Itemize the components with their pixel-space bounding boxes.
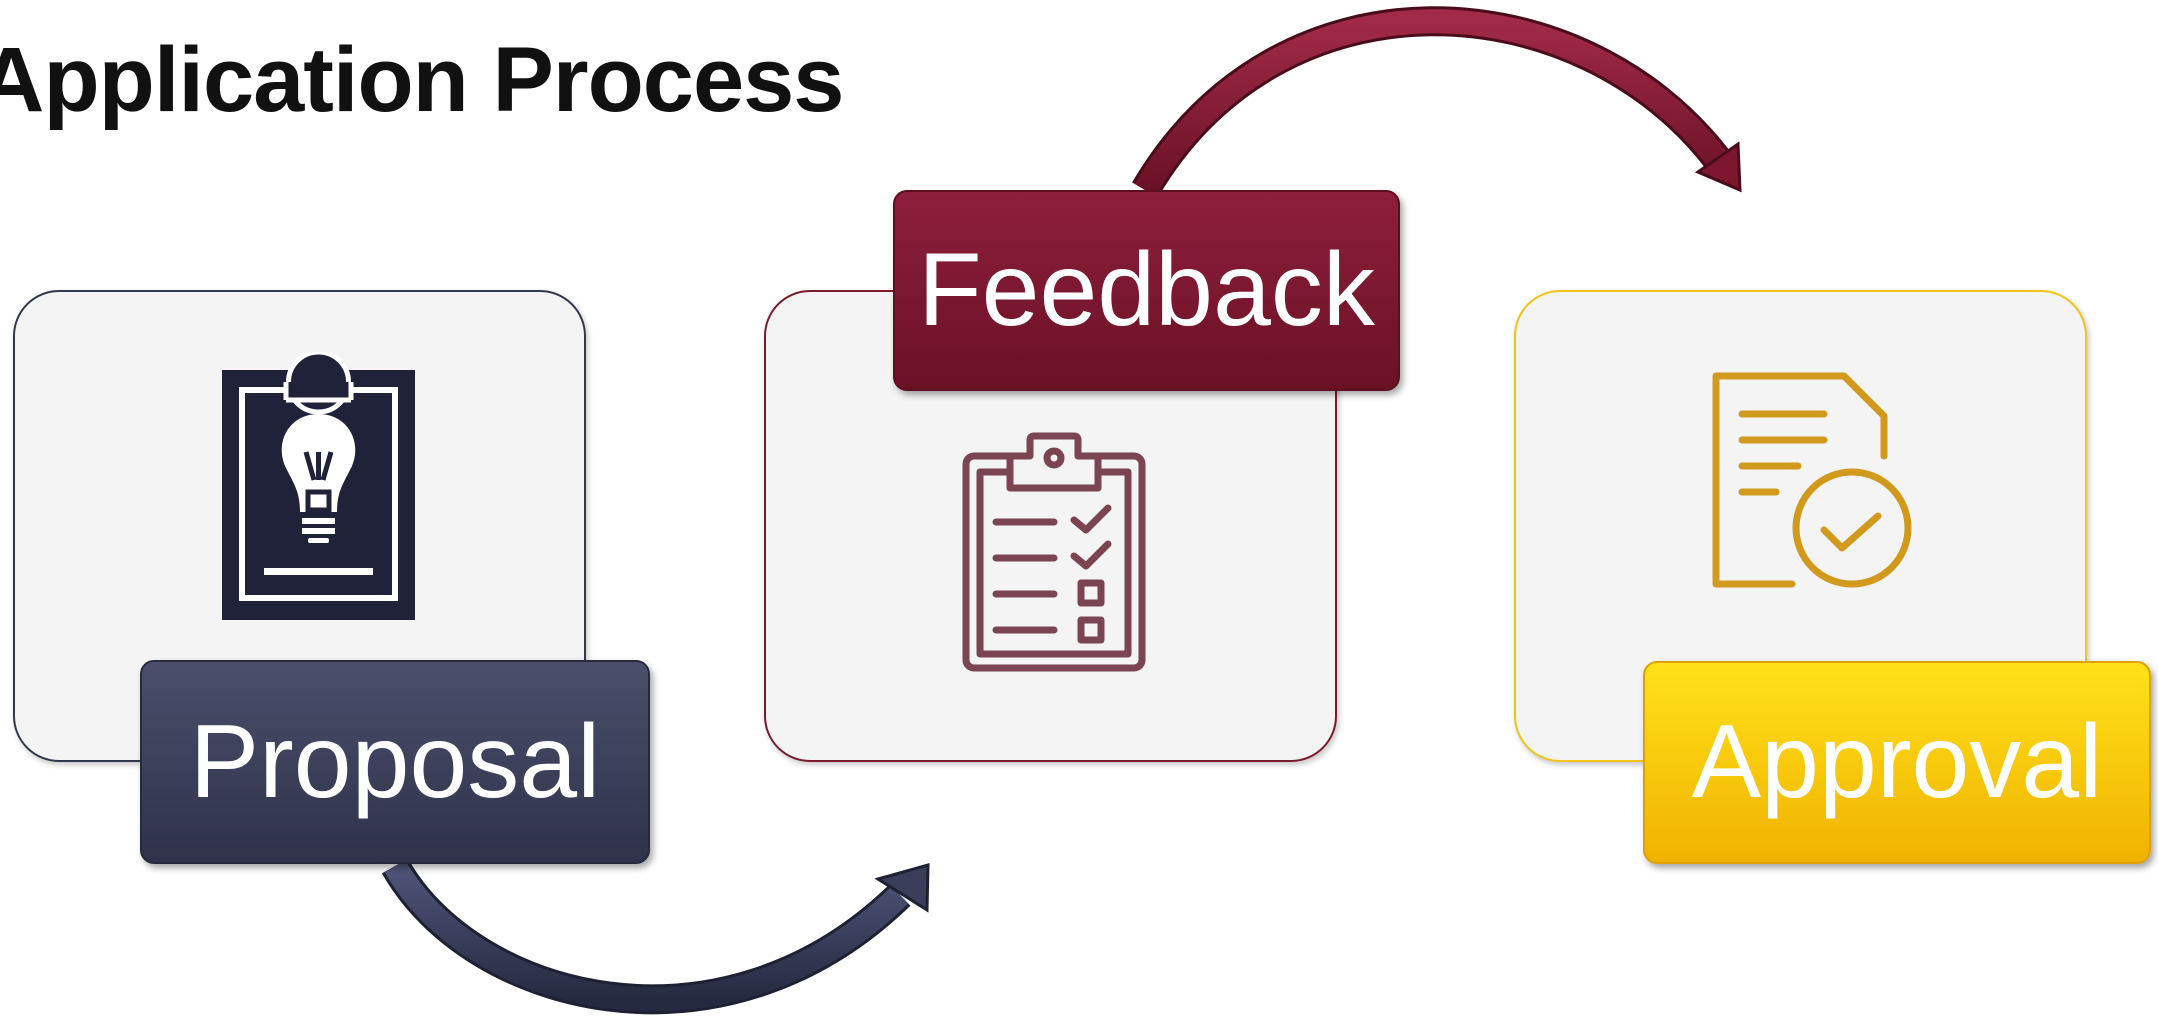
step-label-feedback: Feedback	[893, 190, 1400, 391]
arrow-feedback-to-approval	[1132, 6, 1742, 198]
document-check-icon	[1712, 372, 1912, 588]
step-label-proposal: Proposal	[140, 660, 650, 864]
step-label-approval: Approval	[1643, 661, 2151, 864]
arrow-proposal-to-feedback	[381, 858, 930, 1015]
checklist-clipboard-icon	[962, 432, 1146, 672]
page-title: Application Process	[0, 29, 844, 131]
clipboard-lightbulb-icon	[222, 352, 415, 620]
